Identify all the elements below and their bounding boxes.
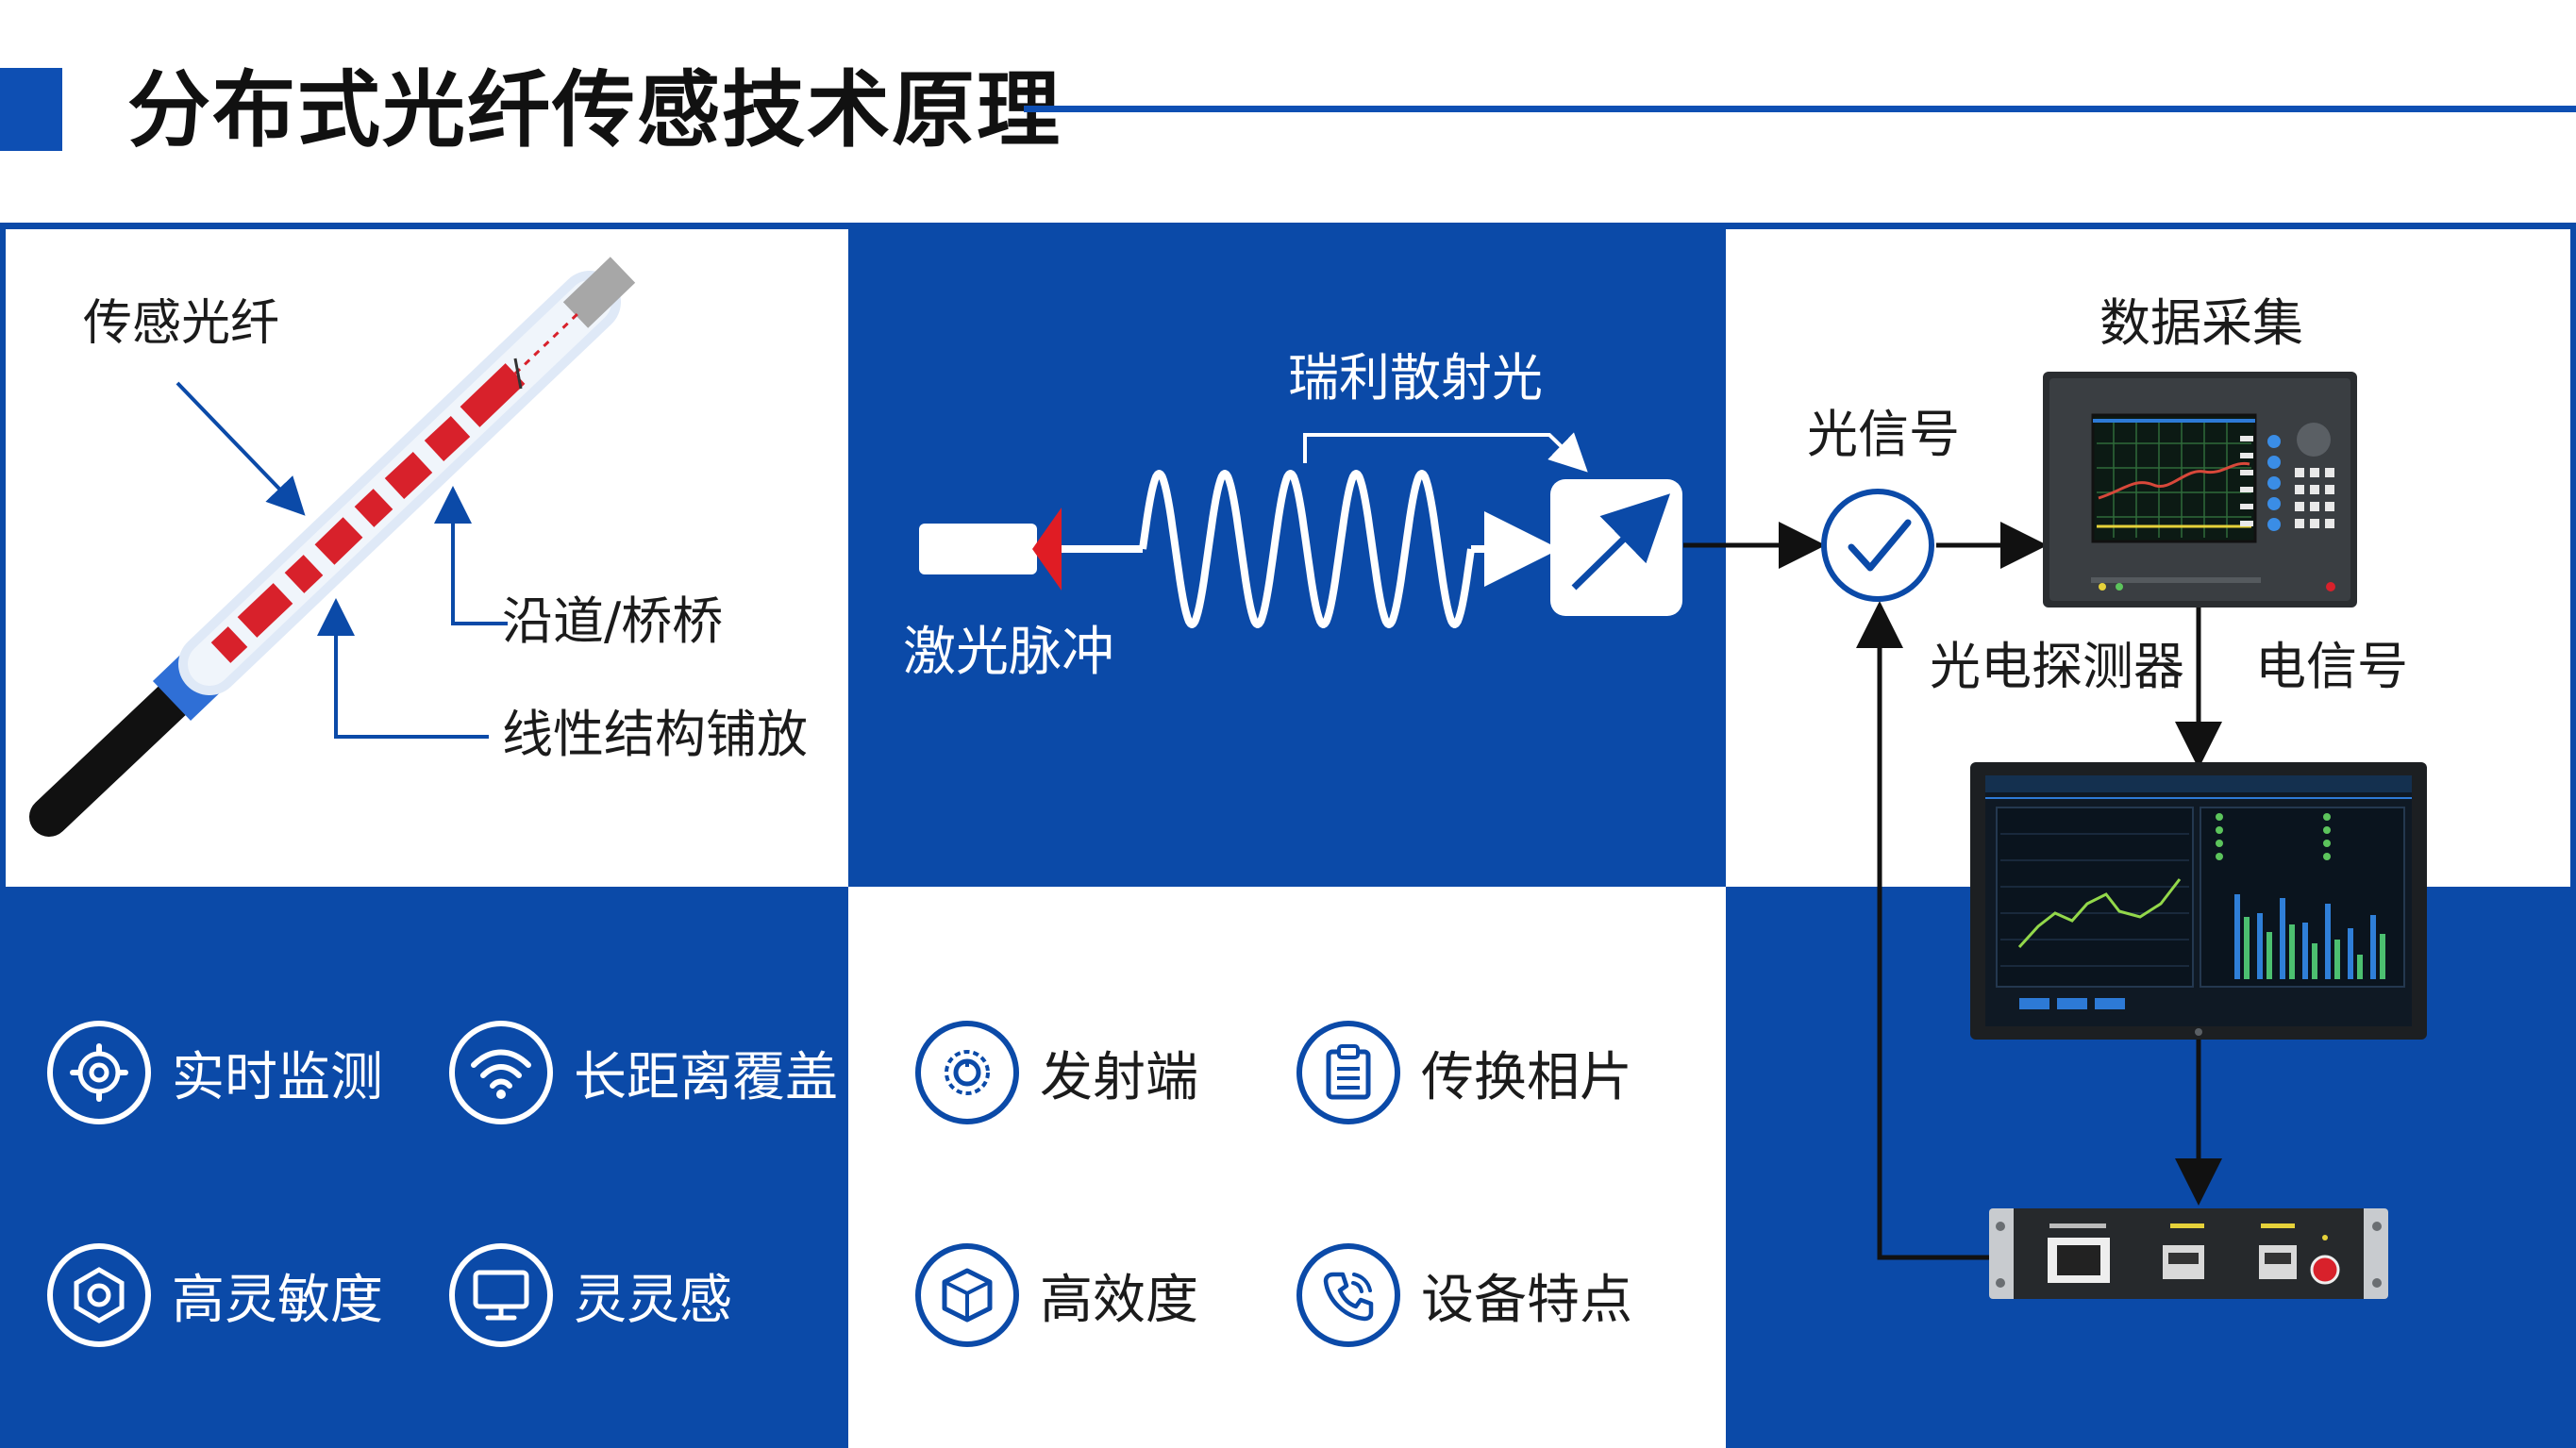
clipboard-icon <box>1296 1021 1400 1124</box>
scatter-wave <box>1139 470 1475 628</box>
hexagon-nut-icon <box>47 1243 151 1347</box>
monitor-icon <box>449 1243 553 1347</box>
feature-efficiency: 高效度 <box>915 1243 1198 1347</box>
features-mid-panel <box>848 887 1726 1448</box>
detector-label: 光电探测器 <box>1930 637 2184 696</box>
gear-monitor-icon <box>47 1021 151 1124</box>
fiber-label: 传感光纤 <box>83 295 280 352</box>
scatter-label: 瑞利散射光 <box>1288 348 1543 408</box>
feature-realtime: 实时监测 <box>47 1021 383 1124</box>
photodetector-icon <box>1821 489 1934 602</box>
fiber-panel <box>6 229 848 887</box>
box-icon <box>915 1243 1019 1347</box>
fiber-illustration <box>29 257 636 837</box>
emitter-icon <box>915 1021 1019 1124</box>
feature-emitter: 发射端 <box>915 1021 1198 1124</box>
feature-convert-label: 传换相片 <box>1421 1046 1632 1108</box>
monitoring-display <box>1970 762 2427 1040</box>
interrogator-unit <box>1989 1208 2388 1299</box>
feature-convert: 传换相片 <box>1296 1021 1632 1124</box>
phone-icon <box>1296 1243 1400 1347</box>
feature-sensitivity: 高灵敏度 <box>47 1243 383 1347</box>
feature-realtime-label: 实时监测 <box>172 1046 383 1108</box>
feature-long-range-label: 长距离覆盖 <box>574 1046 838 1108</box>
system-diagram <box>1683 372 2427 1299</box>
layout-label: 线性结构铺放 <box>502 705 808 764</box>
page-title: 分布式光纤传感技术原理 <box>127 61 1062 158</box>
conduit-label: 沿道/桥桥 <box>502 591 724 651</box>
wifi-icon <box>449 1021 553 1124</box>
data-acq-label: 数据采集 <box>2099 293 2303 353</box>
data-acquisition-device <box>2043 372 2357 607</box>
title-rule <box>1024 106 2576 112</box>
feature-sense: 灵灵感 <box>449 1243 732 1347</box>
features-left-panel <box>6 887 848 1448</box>
feature-sensitivity-label: 高灵敏度 <box>172 1269 383 1331</box>
feature-efficiency-label: 高效度 <box>1040 1269 1198 1331</box>
electrical-signal-label: 电信号 <box>2255 637 2408 696</box>
laser-emitter-icon <box>919 524 1037 574</box>
feature-device-label: 设备特点 <box>1421 1269 1632 1331</box>
optical-signal-label: 光信号 <box>1807 405 1960 464</box>
feature-sense-label: 灵灵感 <box>574 1269 732 1331</box>
feature-device: 设备特点 <box>1296 1243 1632 1347</box>
signal-illustration <box>919 432 1682 628</box>
title-accent-bar <box>0 68 62 151</box>
feature-long-range: 长距离覆盖 <box>449 1021 838 1124</box>
laser-label: 激光脉冲 <box>903 622 1114 683</box>
feature-emitter-label: 发射端 <box>1040 1046 1198 1108</box>
